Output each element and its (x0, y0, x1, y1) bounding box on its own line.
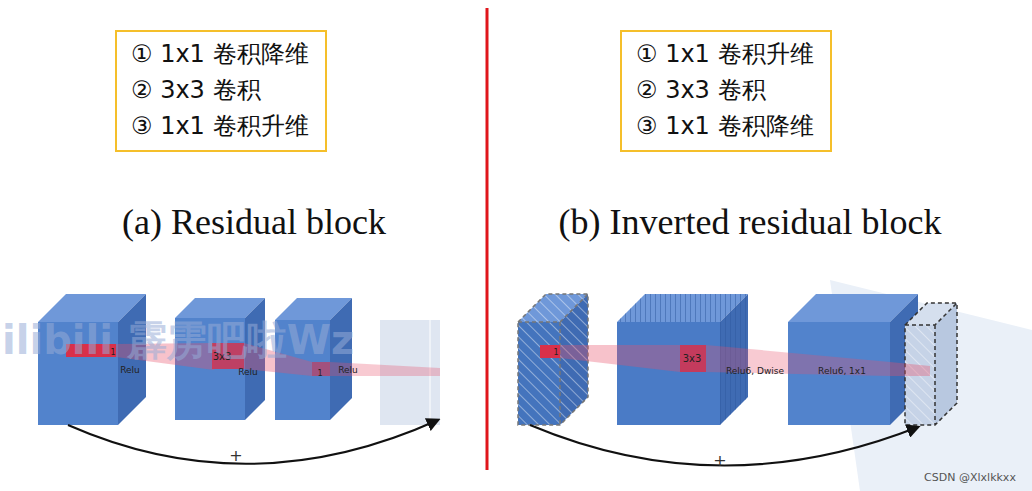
step-text: ② 3x3 卷积 (131, 72, 309, 108)
step-text: ② 3x3 卷积 (636, 72, 814, 108)
watermark: ilibili 霹雳吧啦Wz (2, 313, 354, 368)
kernel-label: 1 (553, 348, 558, 357)
activation-label: Relu6, 1x1 (818, 366, 866, 376)
note-box: ① 1x1 卷积升维② 3x3 卷积③ 1x1 卷积降维 (620, 30, 832, 152)
block-caption: (a) Residual block (122, 201, 386, 243)
activation-label: Relu (338, 365, 358, 375)
skip-arrow (68, 420, 438, 464)
activation-label: Relu (120, 365, 140, 375)
source-credit: CSDN @Xlxlkkxx (924, 471, 1016, 484)
kernel-label: 1 (317, 369, 322, 378)
step-text: ① 1x1 卷积降维 (131, 36, 309, 72)
add-symbol: + (713, 451, 726, 470)
kernel-label: 3x3 (683, 353, 702, 364)
step-text: ③ 1x1 卷积降维 (636, 108, 814, 144)
activation-label: Relu (238, 367, 258, 377)
block-caption: (b) Inverted residual block (559, 201, 942, 243)
step-text: ① 1x1 卷积升维 (636, 36, 814, 72)
note-box: ① 1x1 卷积降维② 3x3 卷积③ 1x1 卷积升维 (115, 30, 327, 152)
feature-cube (905, 303, 957, 425)
kernel-beam (540, 345, 930, 376)
activation-label: Relu6, Dwise (726, 366, 784, 376)
add-symbol: + (229, 446, 242, 465)
step-text: ③ 1x1 卷积升维 (131, 108, 309, 144)
